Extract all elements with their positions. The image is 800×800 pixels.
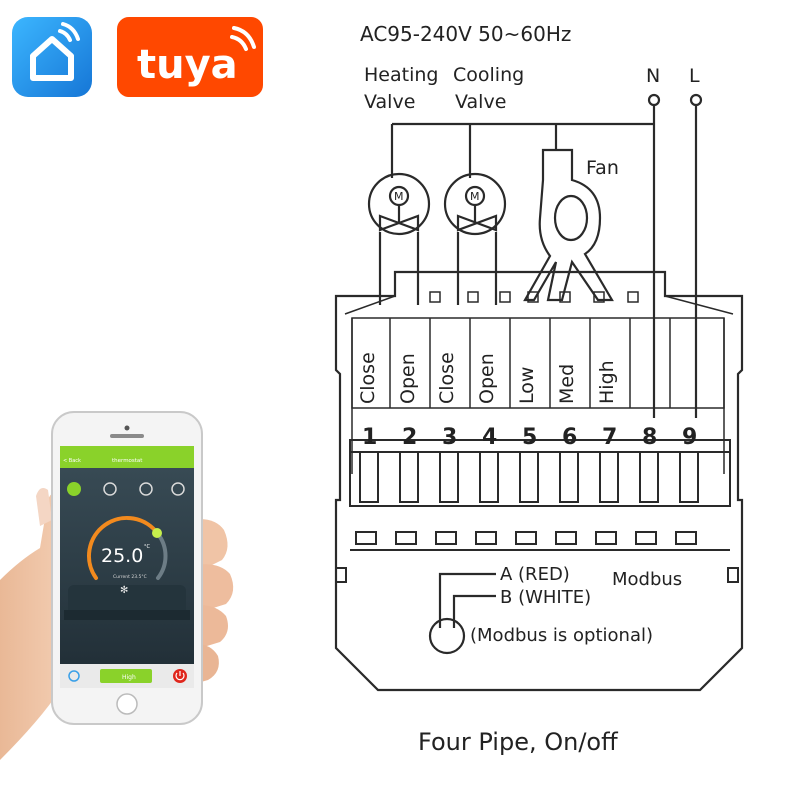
terminal-label-2: Open: [397, 353, 419, 404]
neutral-terminal-icon: [647, 93, 661, 107]
thermostat-body: [334, 270, 744, 692]
terminal-number-3: 3: [442, 425, 457, 450]
terminal-number-4: 4: [482, 425, 497, 450]
wiring-diagram: [334, 93, 744, 692]
fan-speed-button[interactable]: [100, 669, 152, 683]
cooling-valve-label: Cooling: [453, 64, 524, 86]
smartphone: < Back thermostat 25.0 °C Current 23.5°C…: [51, 411, 203, 725]
modbus-label: Modbus: [612, 569, 682, 590]
current-temperature: Current 23.5°C: [113, 574, 147, 580]
live-label: L: [689, 65, 700, 87]
fan-icon: [523, 148, 614, 302]
temperature-dial: [87, 516, 160, 580]
terminal-number-2: 2: [402, 425, 417, 450]
home-button-icon: [116, 693, 138, 715]
terminal-number-8: 8: [642, 425, 657, 450]
eco-icon[interactable]: [139, 482, 153, 496]
power-rating: AC95-240V 50~60Hz: [360, 22, 571, 46]
terminal-label-4: Open: [476, 353, 498, 404]
settings-icon[interactable]: [103, 482, 117, 496]
temperature-unit: °C: [144, 544, 151, 550]
diagram-labels: AC95-240V 50~60Hz Heating Valve Cooling …: [357, 22, 700, 756]
lock-icon[interactable]: [171, 482, 185, 496]
heating-valve-motor-symbol: M: [394, 190, 404, 203]
fan-small-icon: ✻: [120, 585, 128, 596]
mode-icon[interactable]: [68, 670, 80, 682]
terminal-number-1: 1: [362, 425, 377, 450]
terminal-label-3: Close: [436, 352, 458, 404]
cooling-valve-label-2: Valve: [455, 91, 506, 113]
terminal-label-7: High: [596, 360, 618, 404]
fan-label: Fan: [586, 157, 619, 179]
heating-valve-label: Heating: [364, 64, 438, 86]
tuya-logo-text: tuya: [137, 42, 238, 88]
heating-valve-icon: [367, 172, 431, 236]
terminal-label-6: Med: [556, 364, 578, 404]
cooling-valve-icon: [443, 172, 507, 236]
terminal-label-1: Close: [357, 352, 379, 404]
terminal-number-7: 7: [602, 425, 617, 450]
tuya-logo: tuya: [117, 17, 263, 97]
terminal-number-5: 5: [522, 425, 537, 450]
back-button[interactable]: < Back: [63, 458, 81, 464]
dial-knob[interactable]: [152, 528, 162, 538]
modbus-connector-icon: [428, 617, 466, 655]
back-mode-icon[interactable]: [67, 482, 81, 496]
diagram-caption: Four Pipe, On/off: [418, 728, 618, 756]
neutral-label: N: [646, 65, 660, 87]
live-terminal-icon: [689, 93, 703, 107]
modbus-optional-note: (Modbus is optional): [470, 625, 653, 646]
terminal-number-6: 6: [562, 425, 577, 450]
terminal-number-9: 9: [682, 425, 697, 450]
modbus-a-label: A (RED): [500, 564, 570, 585]
cooling-valve-motor-symbol: M: [470, 190, 480, 203]
heating-valve-label-2: Valve: [364, 91, 415, 113]
fan-speed-label: High: [122, 674, 136, 681]
modbus-b-label: B (WHITE): [500, 587, 591, 608]
terminal-label-5: Low: [516, 367, 538, 404]
screen-title: thermostat: [112, 458, 143, 464]
smart-home-app-icon: [12, 17, 92, 97]
set-temperature: 25.0: [101, 545, 143, 567]
